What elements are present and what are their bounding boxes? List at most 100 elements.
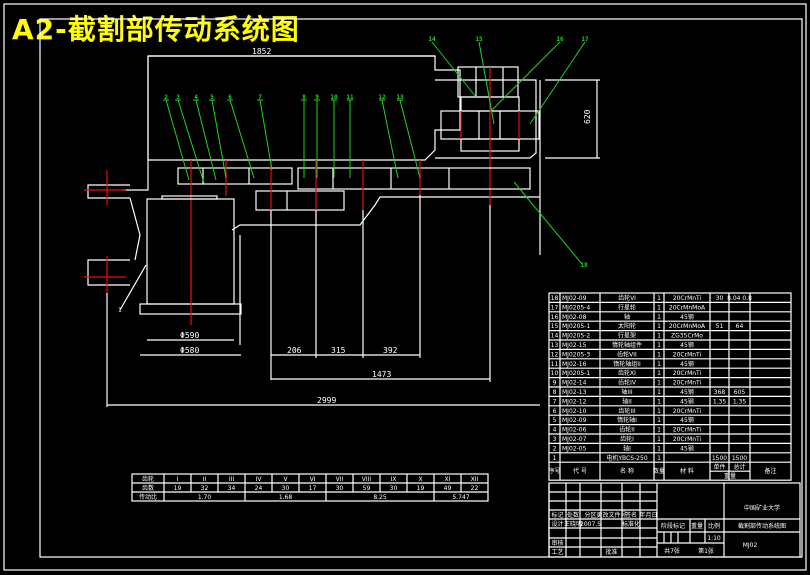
leader-line (229, 99, 255, 179)
drawing-name: 截割部传动系统图 (738, 522, 786, 530)
bom-qty: 1 (657, 333, 661, 340)
bom-qty: 1 (657, 436, 661, 443)
bom-qty: 1 (657, 398, 661, 405)
sheet-number: 第1张 (698, 547, 714, 555)
gear-table-cell: VIII (362, 476, 372, 483)
bom-qty: 1 (657, 427, 661, 434)
scale-value: 1:10 (707, 535, 721, 542)
leader-line (478, 41, 495, 125)
bom-code: MJ02-10 (562, 408, 587, 415)
gear-table-cell: 32 (201, 485, 209, 492)
leader-label: 16 (556, 36, 564, 43)
dim-span-2: 315 (331, 346, 346, 355)
leader-line (513, 181, 583, 265)
bom-no: 10 (551, 370, 559, 377)
weight-label: 重量 (691, 522, 703, 530)
gear-table-cell: 30 (282, 485, 290, 492)
gear-table-cell: 17 (309, 485, 317, 492)
bom-header-qty: 数量 (653, 467, 665, 475)
leader-label: 10 (330, 94, 338, 101)
bom-total-weight: 8.04 0.8 (727, 295, 752, 302)
leader-label: 18 (580, 262, 588, 269)
bom-qty: 1 (657, 445, 661, 452)
tb-cell: 更改文件号 (596, 511, 626, 519)
gear-ratio-value: 8.25 (373, 494, 387, 501)
drawing-number: MJ02 (743, 542, 758, 549)
bom-no: 4 (553, 427, 557, 434)
bom-qty: 1 (657, 295, 661, 302)
leader-label: 6 (228, 94, 232, 101)
bom-header-no: 序号 (548, 467, 560, 475)
tb-cell: 标准化 (622, 520, 640, 528)
bom-material: 20CrMnTi (673, 370, 702, 377)
bom-no: 17 (551, 304, 559, 311)
bom-name: 齿轮I (620, 435, 634, 443)
leader-label: 3 (176, 94, 180, 101)
bom-name: 轴III (621, 388, 633, 396)
leader-label: 9 (315, 94, 319, 101)
arm-ears (84, 170, 141, 293)
bom-unit-weight: 368 (714, 389, 726, 396)
bom-no: 11 (551, 361, 559, 368)
bom-name: 轴II (622, 397, 632, 405)
bom-qty: 1 (657, 455, 661, 462)
leader-line (529, 41, 586, 125)
bom-code: MJ02-05 (562, 445, 587, 452)
gear-table-cell: 34 (228, 485, 236, 492)
gear-table-cell: 19 (174, 485, 182, 492)
tb-cell: 标记 (551, 511, 563, 519)
bom-material: 20CrMnMoA (669, 304, 706, 311)
dim-drum-outer: Φ580 (180, 346, 199, 355)
bom-name: 行星轮 (618, 303, 636, 311)
gear-ratio-value: 5.747 (452, 494, 469, 501)
tb-cell: 处数 (567, 511, 579, 519)
dim-span-3: 392 (383, 346, 398, 355)
bom-header-material: 材 料 (680, 467, 694, 475)
bom-code: MJ02-09 (562, 417, 587, 424)
bom-material: 20CrMnTi (673, 427, 702, 434)
bom-name: 齿轮VI (618, 294, 636, 302)
tb-cell: 签名 (625, 511, 637, 519)
gear-table-cell: IX (391, 476, 397, 483)
leader-label: 7 (258, 94, 262, 101)
gear-ratio-value: 1.70 (198, 494, 212, 501)
bom-unit-weight: 1500 (712, 455, 727, 462)
gear-train-upper (177, 160, 531, 300)
bom-no: 8 (553, 389, 557, 396)
leader-line (195, 99, 217, 181)
bom-no: 18 (551, 295, 559, 302)
gear-table-cell: 24 (255, 485, 263, 492)
bom-no: 2 (553, 445, 557, 452)
gear-table-cell: II (203, 476, 207, 483)
bom-qty: 1 (657, 351, 661, 358)
gear-table-cell: XII (471, 476, 479, 483)
bom-material: 20CrMnTi (673, 408, 702, 415)
dim-span-1: 206 (287, 346, 302, 355)
leader-line (177, 99, 205, 184)
bom-no: 7 (553, 398, 557, 405)
bom-qty: 1 (657, 370, 661, 377)
bom-name: 行星架 (618, 332, 636, 340)
bom-code: MJ02-15 (562, 342, 587, 349)
bom-qty: 1 (657, 389, 661, 396)
bom-name: 电机YBCS-250 (606, 454, 647, 462)
gear-table-rowlabel: 齿轮 (142, 475, 154, 483)
dim-span-total: 1473 (372, 370, 391, 379)
bom-material: 20CrMnTi (673, 295, 702, 302)
bom-qty: 1 (657, 304, 661, 311)
bom-material: 20CrMnTi (673, 436, 702, 443)
gear-table-cell: 22 (471, 485, 479, 492)
dim-overall: 2999 (317, 396, 336, 405)
bom-material: 45钢 (680, 313, 694, 321)
drum-leader-label: 1 (118, 307, 122, 314)
gear-table-cell: 19 (417, 485, 425, 492)
bom-header-code: 代 号 (573, 467, 587, 475)
bom-material: 45钢 (680, 416, 694, 424)
bom-total-weight: 64 (736, 323, 744, 330)
gear-table-cell: IV (256, 476, 263, 483)
bom-total-weight: 1500 (732, 455, 747, 462)
bom-no: 12 (551, 351, 559, 358)
